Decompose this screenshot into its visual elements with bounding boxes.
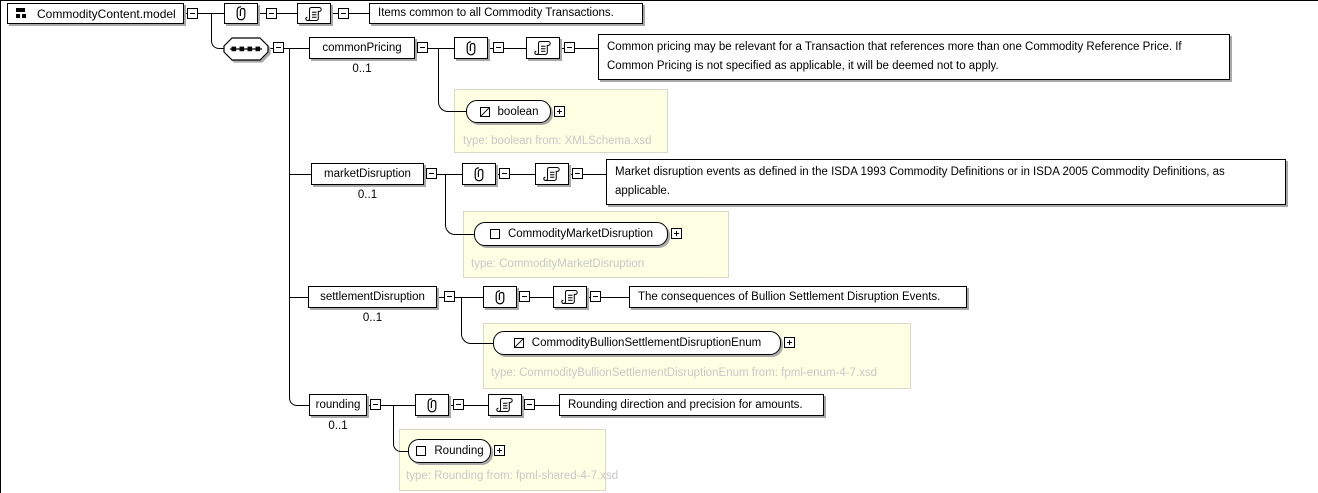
collapse-minus-icon[interactable] (524, 399, 535, 410)
cardinality-label: 0..1 (328, 420, 348, 432)
attributes-node[interactable] (454, 37, 488, 59)
paperclip-icon (492, 289, 508, 306)
collapse-minus-icon[interactable] (370, 399, 381, 410)
annotation-text: Market disruption events as defined in t… (606, 159, 1286, 205)
collapse-minus-icon[interactable] (187, 8, 198, 19)
annotation-node[interactable] (488, 394, 522, 416)
element-settlementDisruption[interactable]: settlementDisruption (308, 286, 437, 308)
annotation-scroll-icon (304, 5, 324, 23)
connector-elbow (393, 405, 409, 452)
collapse-minus-icon[interactable] (519, 291, 530, 302)
collapse-minus-icon[interactable] (493, 42, 504, 53)
connector (289, 174, 313, 175)
annotation-scroll-icon (542, 165, 562, 183)
cardinality-label: 0..1 (357, 189, 378, 201)
attributes-node[interactable] (462, 163, 496, 185)
expand-plus-icon[interactable] (671, 228, 682, 239)
connector (437, 297, 629, 298)
root-model-group-node[interactable]: CommodityContent.model (7, 3, 184, 24)
collapse-minus-icon[interactable] (564, 42, 575, 53)
collapse-minus-icon[interactable] (499, 168, 510, 179)
cardinality-label: 0..1 (362, 312, 383, 324)
collapse-minus-icon[interactable] (338, 8, 349, 19)
connector (185, 13, 369, 14)
connector-elbow (445, 174, 475, 235)
connector (424, 174, 606, 175)
annotation-text: Rounding direction and precision for amo… (559, 394, 824, 416)
collapse-minus-icon[interactable] (453, 399, 464, 410)
annotation-scroll-icon (560, 288, 580, 306)
annotation-node[interactable] (535, 163, 569, 185)
cardinality-label: 0..1 (352, 63, 372, 75)
paperclip-icon (463, 40, 479, 57)
root-label: CommodityContent.model (37, 6, 176, 21)
annotation-text: Common pricing may be relevant for a Tra… (598, 34, 1230, 80)
type-note: type: CommodityBullionSettlementDisrupti… (491, 367, 878, 379)
connector-elbow (461, 297, 494, 344)
annotation-node[interactable] (526, 37, 560, 59)
type-label: Rounding (434, 445, 484, 457)
type-label: CommodityMarketDisruption (507, 228, 654, 240)
collapse-minus-icon[interactable] (590, 291, 601, 302)
sequence-icon (223, 37, 270, 62)
simple-type-icon (513, 337, 525, 349)
complex-type-icon (489, 228, 501, 240)
paperclip-icon (471, 166, 487, 183)
element-marketDisruption[interactable]: marketDisruption (311, 163, 424, 185)
type-boolean[interactable]: boolean (466, 100, 551, 123)
type-label: CommodityBullionSettlementDisruptionEnum (531, 337, 762, 349)
root-annotation-text: Items common to all Commodity Transactio… (369, 3, 643, 24)
paperclip-icon (233, 5, 249, 22)
model-group-icon (16, 8, 29, 19)
collapse-minus-icon[interactable] (266, 8, 277, 19)
collapse-minus-icon[interactable] (426, 168, 437, 179)
type-note: type: Rounding from: fpml-shared-4-7.xsd (406, 470, 619, 482)
collapse-minus-icon[interactable] (417, 42, 428, 53)
collapse-minus-icon[interactable] (572, 168, 583, 179)
collapse-minus-icon[interactable] (273, 42, 284, 53)
type-CommodityBullionSettlementDisruptionEnum[interactable]: CommodityBullionSettlementDisruptionEnum (493, 331, 781, 355)
complex-type-icon (415, 445, 427, 457)
annotation-node[interactable] (297, 3, 331, 24)
annotation-scroll-icon (495, 396, 515, 414)
expand-plus-icon[interactable] (784, 337, 795, 348)
annotation-node[interactable] (553, 286, 587, 308)
connector-elbow (211, 13, 224, 49)
attributes-node[interactable] (224, 3, 258, 24)
connector (289, 297, 310, 298)
type-CommodityMarketDisruption[interactable]: CommodityMarketDisruption (474, 222, 668, 246)
type-note: type: CommodityMarketDisruption (471, 258, 645, 270)
type-label: boolean (497, 105, 539, 118)
annotation-scroll-icon (533, 39, 553, 57)
connector-trunk (289, 48, 310, 406)
type-panel (454, 89, 668, 153)
attributes-node[interactable] (483, 286, 517, 308)
sequence-node[interactable] (223, 37, 270, 62)
attributes-node[interactable] (415, 394, 449, 416)
collapse-minus-icon[interactable] (444, 291, 455, 302)
element-commonPricing[interactable]: commonPricing (309, 37, 415, 59)
element-rounding[interactable]: rounding (309, 394, 367, 416)
paperclip-icon (424, 397, 440, 414)
expand-plus-icon[interactable] (494, 445, 505, 456)
simple-type-icon (479, 106, 491, 118)
type-note: type: boolean from: XMLSchema.xsd (463, 135, 652, 147)
connector (415, 48, 598, 49)
expand-plus-icon[interactable] (554, 106, 565, 117)
annotation-text: The consequences of Bullion Settlement D… (629, 286, 967, 308)
type-Rounding[interactable]: Rounding (408, 439, 491, 463)
connector-elbow (438, 48, 467, 112)
